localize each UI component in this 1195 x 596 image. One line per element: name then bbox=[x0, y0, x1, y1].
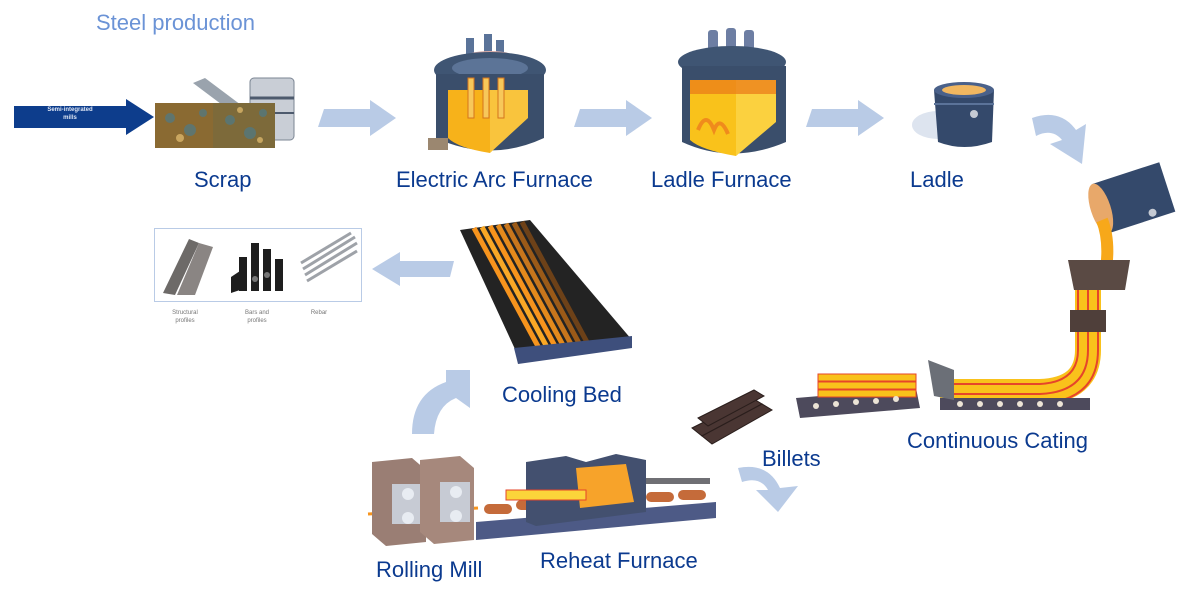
stage-label-continuous-casting: Continuous Cating bbox=[907, 428, 1089, 453]
product-caption-line2: profiles bbox=[247, 318, 267, 324]
rolling-mill-illustration bbox=[367, 456, 479, 546]
product-caption-line1: Structural bbox=[172, 310, 198, 316]
reheat-furnace-illustration bbox=[476, 454, 716, 540]
diagram-title: Steel production bbox=[96, 10, 255, 35]
start-label-line2: mills bbox=[63, 115, 77, 121]
product-caption-line2: profiles bbox=[175, 318, 195, 324]
stacked-billets-illustration bbox=[691, 389, 773, 445]
flow-arrow-curve-up bbox=[412, 370, 470, 434]
stage-label-electric-arc-furnace: Electric Arc Furnace bbox=[396, 167, 593, 192]
stage-label-cooling-bed: Cooling Bed bbox=[502, 382, 622, 407]
continuous-casting-illustration bbox=[928, 162, 1176, 410]
start-arrow-label: Semi-integrated mills bbox=[20, 106, 120, 122]
structural-profiles-image bbox=[163, 239, 213, 295]
flow-arrow-curve-down-2 bbox=[738, 466, 798, 512]
flow-arrow-curve-down bbox=[1032, 114, 1086, 164]
product-caption-line1: Rebar bbox=[310, 310, 328, 316]
ladle-furnace-illustration bbox=[678, 28, 786, 156]
stage-label-scrap: Scrap bbox=[194, 167, 252, 192]
stage-label-ladle: Ladle bbox=[910, 167, 964, 192]
flow-arrow-right-3 bbox=[806, 100, 884, 136]
flow-arrow-right-2 bbox=[574, 100, 652, 136]
electric-arc-furnace-illustration bbox=[428, 34, 546, 153]
flow-arrow-left bbox=[372, 252, 454, 286]
ladle-illustration bbox=[912, 82, 994, 147]
product-caption-bars-and-profiles: Bars and profiles bbox=[232, 309, 282, 325]
flow-arrow-right-1 bbox=[318, 100, 396, 136]
stage-label-ladle-furnace: Ladle Furnace bbox=[651, 167, 792, 192]
product-caption-line1: Bars and bbox=[244, 310, 269, 316]
stage-label-billets: Billets bbox=[762, 446, 821, 471]
product-caption-rebar: Rebar bbox=[294, 309, 344, 317]
scrap-illustration bbox=[155, 77, 295, 148]
cooling-bed-illustration bbox=[460, 220, 632, 364]
product-caption-structural-profiles: Structural profiles bbox=[160, 309, 210, 325]
start-arrow bbox=[14, 99, 154, 135]
start-label-line1: Semi-integrated bbox=[47, 107, 93, 113]
stage-label-rolling-mill: Rolling Mill bbox=[376, 557, 483, 582]
final-products-panel bbox=[154, 228, 362, 302]
billets-on-roller-table bbox=[796, 373, 920, 418]
stage-label-reheat-furnace: Reheat Furnace bbox=[540, 548, 698, 573]
bars-and-profiles-image bbox=[231, 243, 283, 293]
rebar-image bbox=[300, 231, 358, 283]
